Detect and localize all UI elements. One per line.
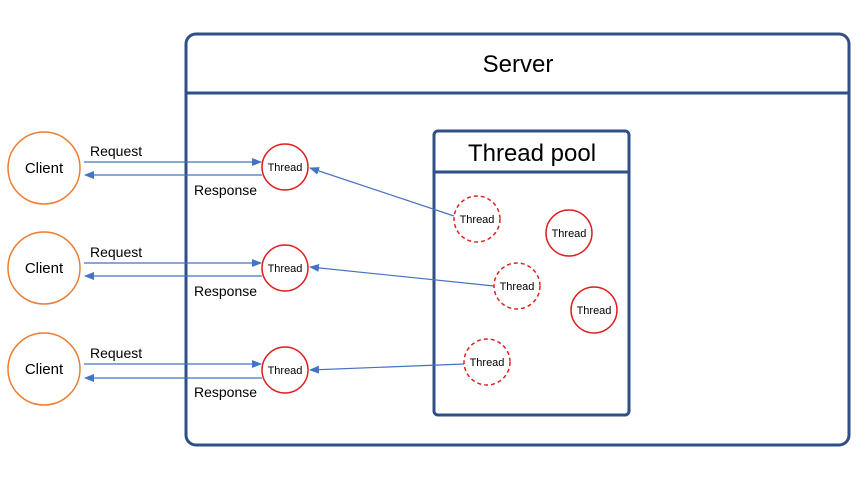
dispatch-arrow-2	[309, 263, 495, 287]
thread-circle-dashed	[493, 262, 541, 310]
thread-circle	[261, 244, 309, 292]
active-thread-1: Thread	[261, 143, 309, 191]
server-title: Server	[483, 51, 554, 78]
dispatch-arrow-1	[309, 167, 455, 217]
client-label: Client	[25, 361, 64, 378]
client-2: Client	[7, 231, 81, 305]
request-label: Request	[90, 143, 142, 159]
request-response-3: Request Response	[84, 345, 262, 400]
thread-circle	[545, 209, 593, 257]
thread-circle	[261, 346, 309, 394]
thread-circle	[570, 286, 618, 334]
thread-label: Thread	[268, 365, 303, 377]
request-response-2: Request Response	[84, 244, 262, 299]
thread-circle	[261, 143, 309, 191]
active-thread-3: Thread	[261, 346, 309, 394]
pool-thread-1: Thread	[453, 195, 501, 243]
response-label: Response	[194, 283, 257, 299]
client-label: Client	[25, 260, 64, 277]
thread-circle-dashed	[453, 195, 501, 243]
client-3: Client	[7, 332, 81, 406]
thread-pool-title: Thread pool	[468, 140, 596, 167]
active-thread-2: Thread	[261, 244, 309, 292]
client-circle	[7, 131, 81, 205]
client-label: Client	[25, 160, 64, 177]
dispatch-arrow-3	[309, 363, 465, 374]
client-circle	[7, 231, 81, 305]
thread-label: Thread	[268, 263, 303, 275]
request-response-1: Request Response	[84, 143, 262, 198]
response-label: Response	[194, 182, 257, 198]
client-circle	[7, 332, 81, 406]
thread-label: Thread	[552, 228, 587, 240]
request-label: Request	[90, 345, 142, 361]
thread-label: Thread	[577, 305, 612, 317]
thread-label: Thread	[470, 357, 505, 369]
thread-circle-dashed	[463, 338, 511, 386]
response-label: Response	[194, 384, 257, 400]
pool-thread-3: Thread	[493, 262, 541, 310]
thread-label: Thread	[268, 162, 303, 174]
pool-thread-4: Thread	[570, 286, 618, 334]
thread-label: Thread	[460, 214, 495, 226]
thread-label: Thread	[500, 281, 535, 293]
pool-thread-5: Thread	[463, 338, 511, 386]
request-label: Request	[90, 244, 142, 260]
client-1: Client	[7, 131, 81, 205]
pool-thread-2: Thread	[545, 209, 593, 257]
